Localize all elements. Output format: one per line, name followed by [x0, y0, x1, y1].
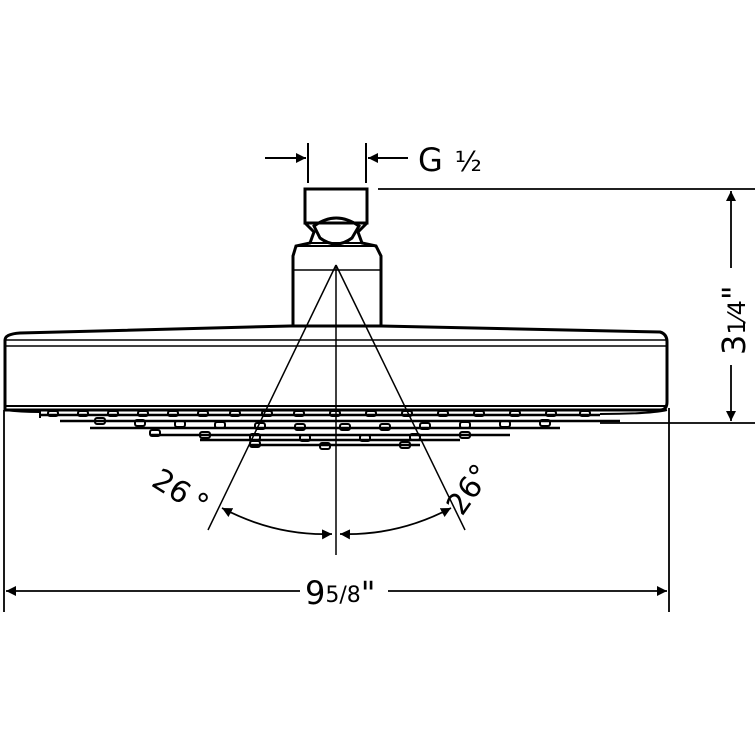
- connection-value: ½: [455, 145, 482, 178]
- height-dimension: [378, 188, 755, 424]
- height-label: 31⁄4": [715, 285, 753, 355]
- width-dimension: [3, 408, 670, 612]
- spray-angle-right-dimension: [339, 507, 452, 540]
- connection-dimension: [265, 143, 408, 183]
- spray-angle-construction: [207, 264, 466, 555]
- width-unit: ": [361, 574, 376, 612]
- svg-text:26°: 26°: [440, 458, 499, 522]
- height-fraction: 1⁄4: [723, 300, 751, 335]
- width-label: 95/8": [305, 574, 375, 612]
- height-whole: 3: [715, 335, 753, 355]
- spray-angle-left-dimension: [221, 507, 333, 540]
- svg-text:26°: 26°: [146, 462, 215, 523]
- connection-fitting: [291, 187, 383, 326]
- height-unit: ": [715, 285, 753, 300]
- width-whole: 9: [305, 574, 325, 612]
- width-fraction: 5/8: [325, 583, 360, 608]
- spray-nozzles: [40, 410, 620, 450]
- connection-prefix: G: [418, 141, 443, 179]
